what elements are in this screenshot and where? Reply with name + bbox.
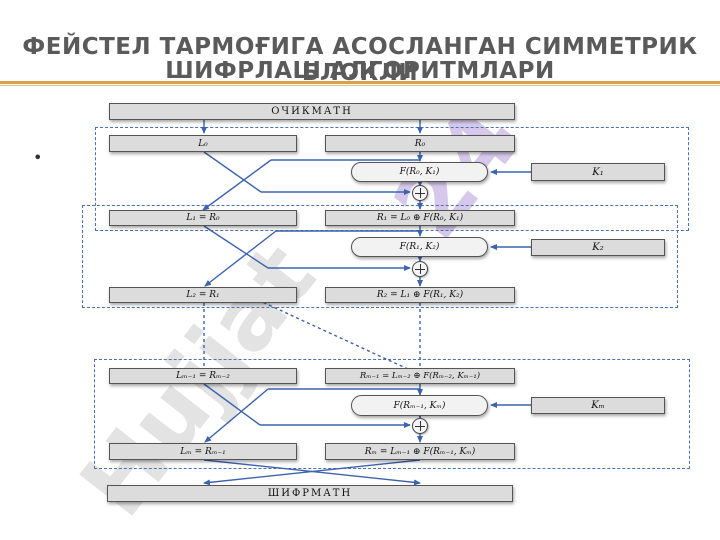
ciphertext-box: ШИФРМАТН (107, 485, 513, 502)
f-function-round-m: F(Rₘ₋₁, Kₘ) (351, 395, 488, 416)
rm-box: Rₘ = Lₘ₋₁ ⊕ F(Rₘ₋₁, Kₘ) (325, 443, 515, 460)
xor-icon-round-m (412, 418, 428, 434)
round-2-frame (82, 205, 678, 308)
xor-icon-round-2 (412, 261, 428, 277)
slide-title-line-1: ФЕЙСТЕЛ ТАРМОҒИГА АСОСЛАНГАН СИММЕТРИК Б… (22, 34, 698, 86)
rm-minus-1-box: Rₘ₋₁ = Lₘ₋₂ ⊕ F(Rₘ₋₂, Kₘ₋₁) (325, 368, 515, 384)
key-k2-box: K₂ (531, 239, 665, 256)
lm-box: Lₘ = Rₘ₋₁ (109, 443, 297, 460)
plaintext-box: ОЧИКМАТН (109, 103, 515, 120)
l1-box: L₁ = R₀ (109, 210, 297, 226)
title-underline (0, 81, 720, 84)
key-k1-box: K₁ (531, 163, 665, 181)
l2-box: L₂ = R₁ (109, 287, 297, 303)
r2-box: R₂ = L₁ ⊕ F(R₁, K₂) (325, 287, 515, 303)
r1-box: R₁ = L₀ ⊕ F(R₀, K₁) (325, 210, 515, 226)
slide-title-line-2: ШИФРЛАШ АЛГОРИТМЛАРИ (165, 58, 555, 84)
r0-box: R₀ (325, 135, 515, 152)
f-function-round-1: F(R₀, K₁) (351, 162, 488, 182)
lm-minus-1-box: Lₘ₋₁ = Rₘ₋₂ (109, 368, 297, 384)
bullet-point: • (33, 148, 43, 167)
key-km-box: Kₘ (531, 397, 665, 414)
l0-box: L₀ (109, 135, 297, 152)
f-function-round-2: F(R₁, K₂) (351, 237, 488, 257)
xor-icon-round-1 (412, 185, 428, 201)
round-m-frame (94, 359, 690, 469)
title-underline-thin (0, 85, 720, 86)
